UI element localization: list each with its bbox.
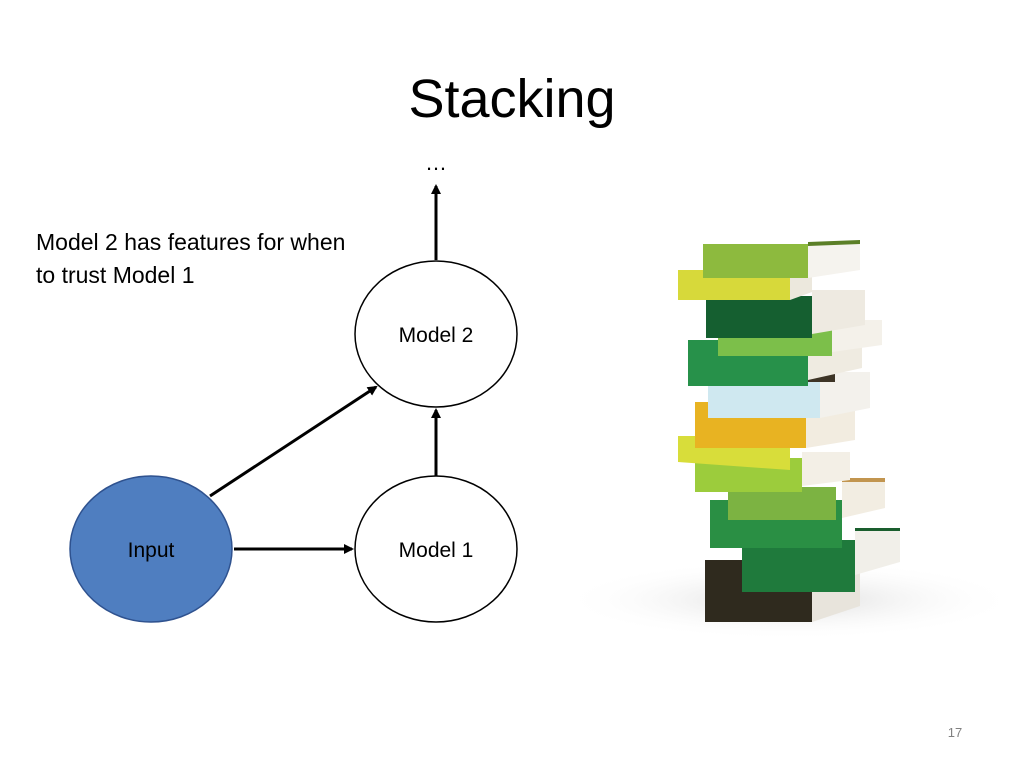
model1-node-label: Model 1 [399,539,474,562]
input-node-label: Input [128,539,175,562]
continuation-ellipsis: … [425,150,447,175]
annotation-text: Model 2 has features for when to trust M… [36,229,346,288]
book-stack-icon [678,240,900,622]
model2-node [354,260,518,408]
slide-title: Stacking [408,69,616,129]
edge-input-to-model2 [209,385,378,498]
page-number: 17 [947,725,963,740]
model2-node-label: Model 2 [399,324,474,347]
input-node [69,475,233,623]
model1-node [354,475,518,623]
